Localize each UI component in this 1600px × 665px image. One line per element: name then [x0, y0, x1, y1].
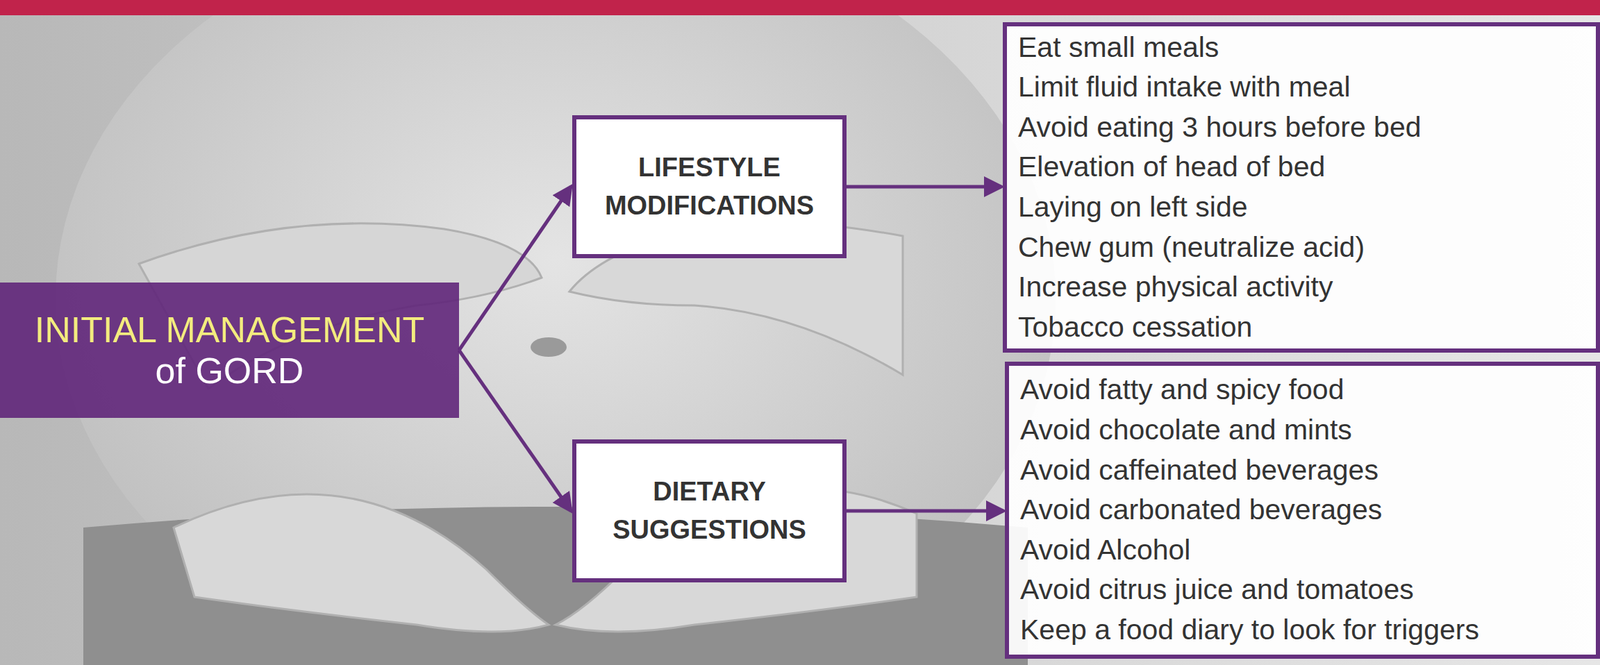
list-item: Avoid carbonated beverages: [1020, 490, 1587, 531]
list-item: Increase physical activity: [1018, 267, 1587, 308]
list-item: Laying on left side: [1018, 187, 1587, 228]
list-item: Keep a food diary to look for triggers: [1020, 610, 1587, 651]
category-box: LIFESTYLE MODIFICATIONS: [572, 115, 847, 259]
list-item: Limit fluid intake with meal: [1018, 67, 1587, 108]
list-box: Avoid fatty and spicy foodAvoid chocolat…: [1004, 361, 1600, 660]
title-text: INITIAL MANAGEMENT: [34, 309, 425, 350]
list-item: Eat small meals: [1018, 27, 1587, 69]
list-box: Eat small mealsLimit fluid intake with m…: [1002, 22, 1600, 353]
list-item: Avoid citrus juice and tomatoes: [1020, 570, 1587, 611]
title-text: of GORD: [155, 350, 305, 391]
arrow-connector: [459, 350, 571, 512]
box-label: LIFESTYLE MODIFICATIONS: [588, 148, 830, 225]
list-item: Avoid caffeinated beverages: [1020, 450, 1587, 491]
list-item: Chew gum (neutralize acid): [1018, 227, 1587, 269]
list-item: Tobacco cessation: [1018, 307, 1587, 348]
arrow-connector: [459, 186, 571, 351]
list-item: Avoid eating 3 hours before bed: [1018, 107, 1587, 148]
list-item: Elevation of head of bed: [1018, 147, 1587, 188]
category-box: DIETARY SUGGESTIONS: [572, 439, 847, 583]
list-item: Avoid Alcohol: [1020, 530, 1587, 571]
arrow-connector: [846, 185, 1002, 189]
arrow-connector: [846, 509, 1004, 514]
title-box: INITIAL MANAGEMENTof GORD: [0, 282, 460, 419]
box-label: DIETARY SUGGESTIONS: [588, 472, 830, 550]
list-item: Avoid fatty and spicy food: [1020, 370, 1587, 411]
list-item: Avoid chocolate and mints: [1020, 410, 1587, 451]
